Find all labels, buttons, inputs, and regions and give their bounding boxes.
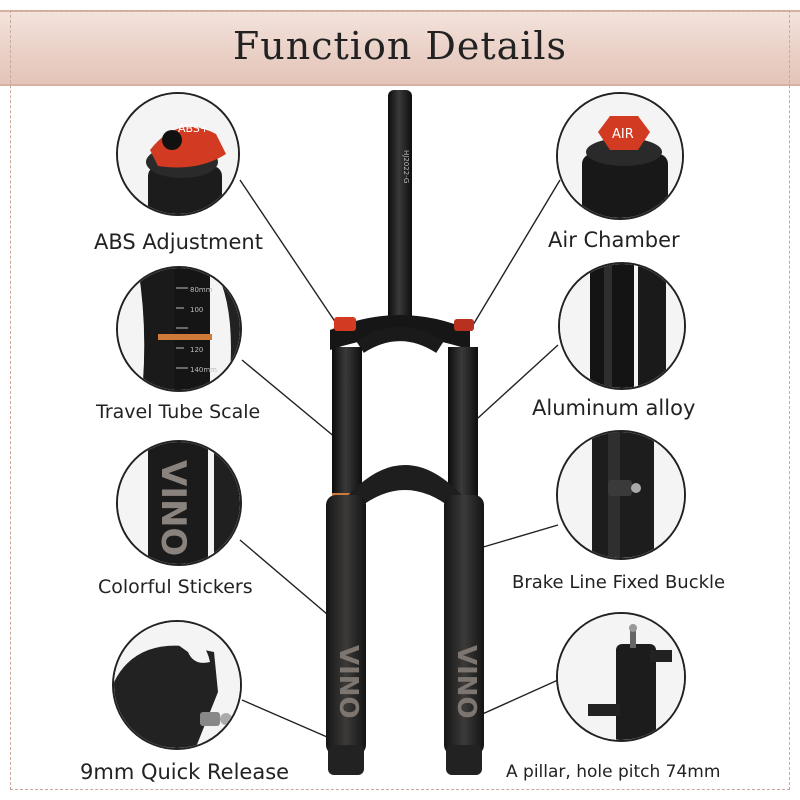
label-buckle: Brake Line Fixed Buckle	[512, 572, 726, 593]
right-leg-logo: VINO	[451, 645, 481, 719]
label-stickers: Colorful Stickers	[98, 576, 253, 598]
detail-circle-stickers: VINO	[116, 440, 242, 566]
scale-tick-80: 80mm	[190, 286, 213, 294]
right-lower-leg	[444, 495, 484, 755]
connector-pillar	[477, 679, 559, 717]
left-lower-leg	[326, 495, 366, 755]
scale-tick-140: 140mm	[190, 366, 217, 374]
left-leg-logo: VINO	[333, 645, 363, 719]
steerer-tube	[388, 90, 412, 325]
abs-knob	[334, 317, 356, 331]
connector-travel	[241, 359, 337, 439]
detail-circle-buckle	[556, 430, 686, 560]
label-abs: ABS Adjustment	[94, 230, 263, 254]
left-stanchion	[332, 347, 362, 497]
title-banner	[0, 10, 800, 86]
detail-circle-pillar	[556, 612, 686, 742]
connector-quick-release	[241, 699, 335, 741]
detail-circle-travel: 80mm 100 120 140mm	[116, 266, 242, 392]
connector-buckle	[479, 524, 559, 549]
scale-tick-120: 120	[190, 346, 203, 354]
label-air: Air Chamber	[548, 228, 680, 252]
label-quick-release: 9mm Quick Release	[80, 760, 290, 784]
label-travel: Travel Tube Scale	[96, 401, 261, 423]
connector-alloy	[477, 344, 559, 419]
scale-tick-100: 100	[190, 306, 203, 314]
air-cap	[454, 319, 474, 331]
detail-circle-alloy	[558, 262, 686, 390]
steerer-code: HJ2022-G	[402, 150, 410, 183]
detail-circle-quick-release	[112, 620, 242, 750]
detail-circle-abs: ABS+	[116, 92, 240, 216]
abs-cap-text: ABS+	[178, 122, 209, 135]
fork-arch	[332, 465, 478, 535]
connector-abs	[239, 179, 343, 333]
connector-air	[469, 179, 561, 331]
page-title: Function Details	[232, 24, 568, 68]
detail-circle-air: AIR	[556, 92, 684, 220]
label-pillar: A pillar, hole pitch 74mm	[506, 762, 721, 782]
air-cap-text: AIR	[612, 127, 634, 142]
suspension-fork-image: HJ2022-G VINO VINO	[326, 90, 484, 775]
right-stanchion	[448, 347, 478, 497]
connector-stickers	[239, 539, 335, 621]
sticker-logo: VINO	[153, 460, 193, 556]
label-alloy: Aluminum alloy	[532, 396, 696, 420]
